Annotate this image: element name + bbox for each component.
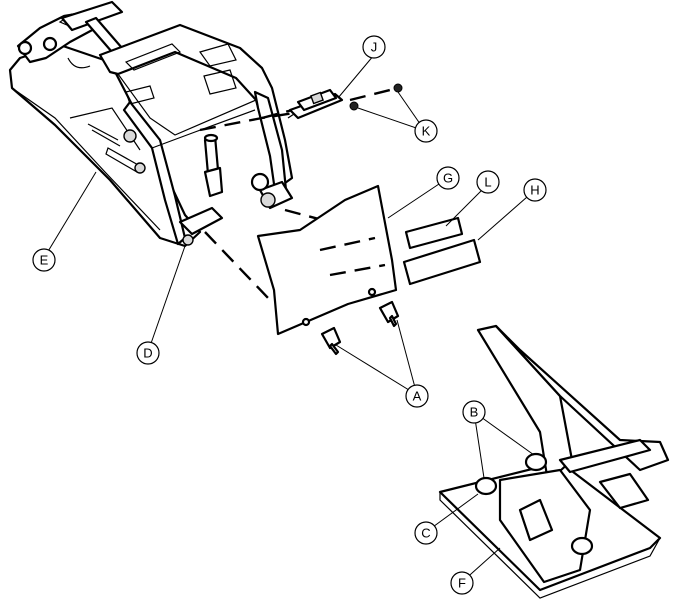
screws-part-k (349, 83, 403, 111)
callout-j: J (362, 35, 386, 59)
leader-lines (43, 54, 536, 583)
callout-a-label: A (413, 389, 422, 404)
callout-l: L (476, 170, 500, 194)
callout-d: D (136, 341, 160, 365)
panel-part-g (256, 184, 398, 336)
callout-j-label: J (371, 40, 378, 55)
callout-c-label: C (421, 526, 430, 541)
callout-c: C (414, 521, 438, 545)
connector-part-j (287, 88, 344, 120)
callout-a: A (405, 384, 429, 408)
callout-k-label: K (422, 124, 431, 139)
bolts-part-a (320, 300, 400, 356)
callout-g-label: G (443, 171, 453, 186)
callout-e: E (32, 248, 56, 272)
callout-d-label: D (143, 346, 152, 361)
callout-g: G (436, 166, 460, 190)
callout-b: B (462, 400, 486, 424)
callout-f-label: F (458, 576, 466, 591)
main-bracket-assembly (8, 0, 294, 248)
base-bracket-part-f (438, 324, 670, 599)
reflector-part-h (402, 238, 482, 286)
callout-f: F (450, 571, 474, 595)
callout-l-label: L (484, 175, 491, 190)
callout-h: H (523, 178, 547, 202)
callout-b-label: B (470, 405, 479, 420)
reflector-part-l (404, 216, 464, 250)
callout-h-label: H (530, 183, 539, 198)
callout-k: K (414, 119, 438, 143)
callout-e-label: E (40, 253, 49, 268)
